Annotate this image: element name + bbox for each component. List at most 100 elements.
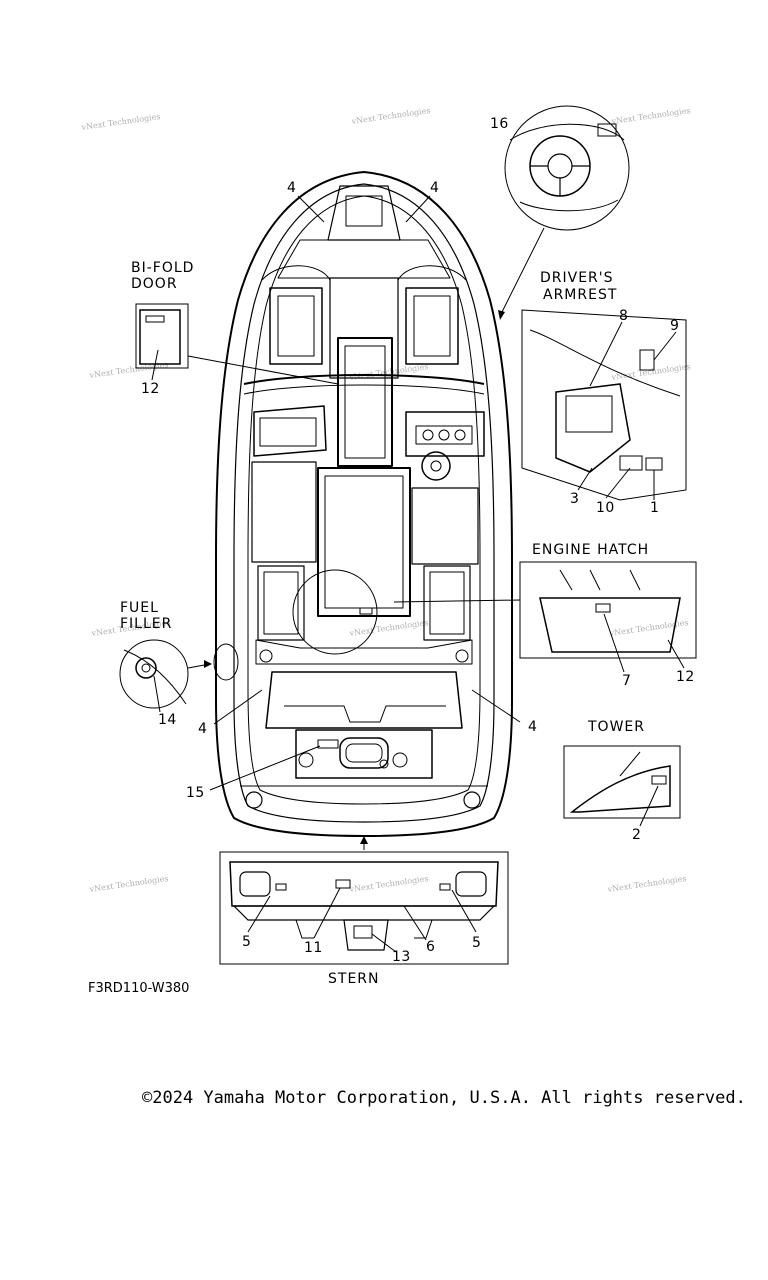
leader-5b [451,889,477,933]
steering-hub [430,460,442,472]
caption-stern: STERN [328,971,379,987]
inset-engine-hatch-shape [539,597,681,653]
leader-13 [371,933,397,953]
watermark: vNext Technologies [606,874,687,894]
copyright-notice: ©2024 Yamaha Motor Corporation, U.S.A. A… [142,1088,746,1108]
watermark: vNext Technologies [610,362,691,382]
decal-13-plate [353,925,373,939]
inset-dash [509,123,625,141]
leader-12a [151,349,159,381]
inset-fuel-cap [135,657,157,679]
decal-5b-plate [439,883,451,891]
transom-hatch [339,737,389,769]
caption-fuel-line1: FUEL [120,600,159,616]
hull-inner-2 [247,195,481,805]
decal-1-plate [645,457,663,471]
windshield [243,374,485,385]
decal-5-plate [275,883,287,891]
inset-fuel-cap-inner [141,663,151,673]
leader-16 [499,227,545,317]
callout-14: 14 [158,712,177,728]
watermark: vNext Technologies [348,362,429,382]
cupholder [259,649,273,663]
inset-armrest-frame [521,309,687,501]
bow-seat-left-inner [277,295,315,357]
left-console [253,405,327,457]
callout-9: 9 [670,318,679,334]
leader-12b [667,639,685,669]
inset-stern-cooler-left [239,871,271,897]
windshield-2 [243,384,485,395]
watermark: vNext Technologies [350,106,431,126]
rear-seat-left [257,565,305,641]
side-seat-left [251,461,317,563]
callout-10: 10 [596,500,615,516]
callout-11: 11 [304,940,323,956]
watermark: vNext Technologies [88,874,169,894]
callout-13: 13 [392,949,411,965]
watermark: vNext Technologies [88,360,169,380]
caption-fuel-line2: FILLER [120,616,172,632]
fuel-filler-spot [213,643,239,681]
bow-seat-right-inner [413,295,451,357]
engine-hatch-inner [324,475,404,609]
hull-leaders [209,195,521,791]
inset-stern-drive [343,919,389,951]
inset-stern-fin-left [295,919,314,939]
inset-fuel-filler [119,639,189,713]
inset-armrest-rail [529,329,681,397]
inset-tower-frame [563,745,681,819]
leader-engine [393,599,521,603]
walkway [329,277,399,379]
leader-14 [153,675,161,713]
caption-bifold-line2: DOOR [131,276,178,292]
leader-4a [297,195,325,223]
steering-wheel [421,451,451,481]
bow-seat-left-curve [261,265,331,281]
inset-stern-fin-right [414,919,433,939]
cockpit-floor [255,639,473,665]
inset-bifold-decal [145,315,165,323]
leader-4b [405,195,431,223]
inset-stern-hull [232,905,496,921]
inset-seat [519,199,619,212]
inset-bifold-frame [135,303,189,369]
leader-3 [577,467,593,491]
stern-cleat-right [463,791,481,809]
callout-2: 2 [632,827,641,843]
rear-bench [265,671,463,729]
side-seat-right [411,487,479,565]
hull-inner-1 [233,183,495,823]
decal-7-plate [595,603,611,613]
rear-seat-left-inner [263,571,299,635]
rear-seat-right-inner [429,571,465,635]
caption-bifold-line1: BI-FOLD [131,260,194,276]
callout-16: 16 [490,116,509,132]
inset-tower-shape [569,765,671,813]
watermark: vNext Technologies [348,874,429,894]
caption-tower: TOWER [587,719,645,735]
callout-12: 12 [141,381,160,397]
watermark: vNext Technologies [608,618,689,638]
inset-engine-vent [559,569,641,591]
engine-hatch [317,467,411,617]
decal-15-plate [317,739,339,749]
callout-4: 4 [198,721,207,737]
helm-gauge [438,429,450,441]
inset-dash-screen [597,123,617,137]
leader-11 [313,887,341,939]
stern-cleat-left [245,791,263,809]
leader-6 [403,905,427,941]
transom-hatch-inner [345,743,383,763]
callout-7: 7 [622,673,631,689]
watermark: vNext Technologies [610,106,691,126]
leader-10 [605,467,631,499]
bifold-door [337,337,393,467]
inset-bifold [135,303,189,369]
inset-armrest [521,309,687,501]
engine-hatch-latch [359,607,373,615]
transom-cap [379,759,389,769]
inset-stern-cooler-right [455,871,487,897]
bow-hatch-inner [345,195,383,227]
engine-hatch-detail-circle [292,569,378,655]
